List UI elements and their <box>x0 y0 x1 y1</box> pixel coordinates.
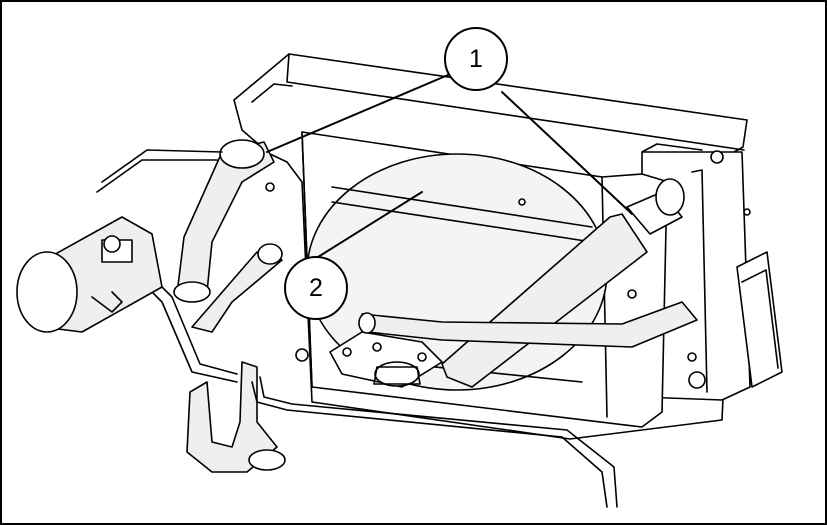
leader-line-1b <box>501 91 633 215</box>
callout-1: 1 <box>444 27 508 91</box>
upper-radiator-hose <box>441 213 648 388</box>
leader-line-1a <box>266 74 449 153</box>
lower-tube <box>361 301 698 348</box>
callout-1-label: 1 <box>469 45 483 73</box>
callout-2-label: 2 <box>309 274 323 302</box>
leader-line-2 <box>317 191 423 258</box>
tank-end-cap <box>16 251 78 333</box>
callout-2: 2 <box>284 256 348 320</box>
side-bracket <box>736 251 783 388</box>
coolant-line <box>101 149 223 183</box>
left-upper-hose <box>176 141 275 295</box>
hose-clamp <box>374 361 420 387</box>
